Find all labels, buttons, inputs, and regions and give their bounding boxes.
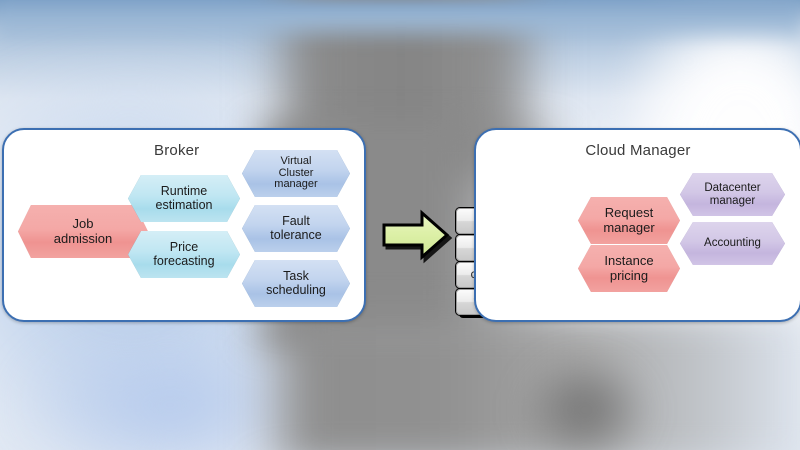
hex-label-line: scheduling [266, 282, 326, 297]
hex-label-line: pricing [609, 267, 649, 283]
hex-price-forecasting[interactable]: Price forecasting [128, 231, 240, 278]
hex-label-line: Cluster [278, 166, 314, 179]
hex-label-line: Fault [282, 214, 310, 228]
hex-label-line: Request [604, 205, 654, 221]
hex-label-line: Runtime [160, 184, 208, 198]
hex-label-line: tolerance [270, 227, 322, 242]
hex-accounting[interactable]: Accounting [680, 222, 785, 265]
panel-broker-title: Broker [154, 142, 200, 159]
hex-label-line: Instance [604, 253, 654, 269]
hex-request-manager[interactable]: Request manager [578, 197, 680, 244]
hex-label-line: manager [274, 178, 318, 191]
background-top-strip [0, 0, 800, 46]
hex-fault-tolerance[interactable]: Fault tolerance [242, 205, 350, 252]
hex-instance-pricing[interactable]: Instance pricing [578, 245, 680, 292]
hex-runtime-estimation[interactable]: Runtime estimation [128, 175, 240, 222]
hex-label-line: Job [72, 216, 94, 232]
hex-job-admission[interactable]: Job admission [18, 205, 148, 258]
hex-task-scheduling[interactable]: Task scheduling [242, 260, 350, 307]
hex-label-line: manager [603, 219, 655, 235]
hex-virtual-cluster-manager[interactable]: Virtual Cluster manager [242, 150, 350, 197]
hex-label-line: estimation [155, 197, 213, 212]
hex-label-line: Price [169, 240, 199, 254]
panel-cloud-manager-title: Cloud Manager [585, 142, 691, 159]
hex-label-line: manager [709, 194, 756, 207]
hex-datacenter-manager[interactable]: Datacenter manager [680, 173, 785, 216]
right-arrow-icon [381, 209, 451, 261]
hex-label-line: forecasting [153, 253, 215, 268]
hex-label-line: Task [283, 269, 309, 283]
hex-label-line: Accounting [704, 237, 761, 250]
background-gray-blob [520, 355, 650, 450]
hex-label-line: Virtual [280, 154, 312, 167]
hex-label-line: admission [53, 230, 113, 246]
hex-label-line: Datacenter [704, 182, 761, 195]
